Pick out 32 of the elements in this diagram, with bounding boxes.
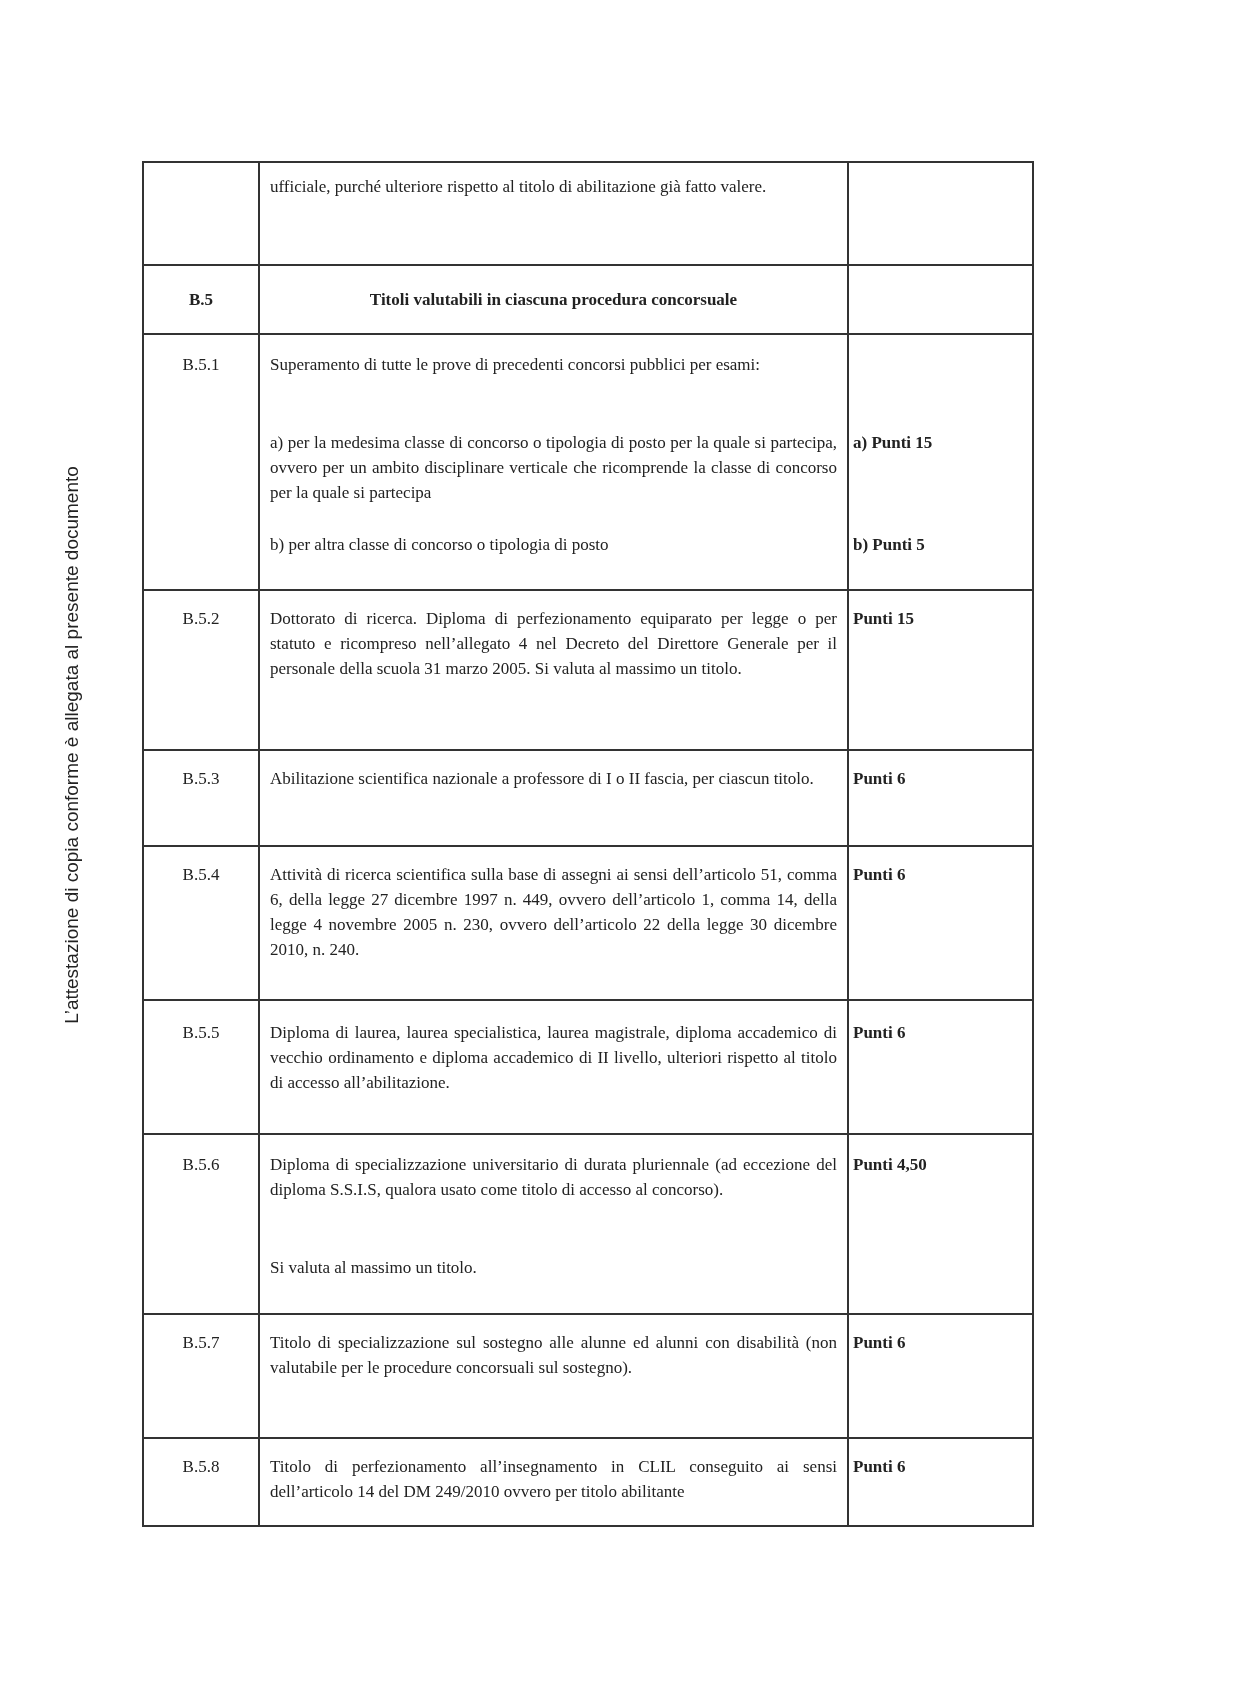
description-text: ufficiale, purché ulteriore rispetto al titolo di abilitazione già fatto valere. [270, 176, 768, 198]
description-text: b) per altra classe di concorso o tipologia di posto [270, 534, 610, 556]
section-heading: Titoli valutabili in ciascuna procedura concorsuale [368, 289, 739, 311]
description-text: a) per la medesima classe di concorso o tipologia di posto per la quale si partecipa, ovvero per un ambito disciplinare verticale che ricomprende la classe di concorso per la quale si partecipa [270, 432, 837, 504]
description-text: Titolo di perfezionamento all’insegnamento in CLIL conseguito ai sensi dell’articolo 14 del DM 249/2010 ovvero per titolo abilitante [270, 1456, 837, 1503]
row-code: B.5.2 [181, 608, 221, 630]
section-code: B.5 [187, 289, 215, 311]
description-text: Si valuta al massimo un titolo. [270, 1257, 478, 1279]
points-value: Punti 15 [853, 608, 915, 630]
description-text: Abilitazione scientifica nazionale a professore di I o II fascia, per ciascun titolo. [270, 768, 815, 790]
points-value: Punti 6 [853, 1456, 907, 1478]
points-value: Punti 6 [853, 1022, 907, 1044]
description-text: Titolo di specializzazione sul sostegno alle alunne ed alunni con disabilità (non valutabile per le procedure concorsuali sul sostegno). [270, 1332, 837, 1379]
description-text: Diploma di laurea, laurea specialistica, laurea magistrale, diploma accademico di vecchio ordinamento e diploma accademico di II livello, ulteriori rispetto al titolo di accesso all’abilitazione. [270, 1022, 837, 1094]
row-code: B.5.3 [181, 768, 221, 790]
points-value: Punti 6 [853, 768, 907, 790]
row-code: B.5.8 [181, 1456, 221, 1478]
points-value: Punti 4,50 [853, 1154, 928, 1176]
description-text: Attività di ricerca scientifica sulla base di assegni ai sensi dell’articolo 51, comma 6, della legge 27 dicembre 1997 n. 449, ovvero dell’articolo 1, comma 14, della legge 4 novembre 2005 n. 230, ovvero dell’articolo 22 della legge 30 dicembre 2010, n. 240. [270, 864, 837, 961]
points-value: Punti 6 [853, 1332, 907, 1354]
row-code: B.5.1 [181, 354, 221, 376]
points-value: Punti 6 [853, 864, 907, 886]
side-note: L’attestazione di copia conforme è allegata al presente documento [60, 466, 83, 1024]
row-code: B.5.5 [181, 1022, 221, 1044]
description-text: Diploma di specializzazione universitario di durata pluriennale (ad eccezione del diploma S.S.I.S, qualora usato come titolo di accesso al concorso). [270, 1154, 837, 1201]
row-code: B.5.6 [181, 1154, 221, 1176]
row-code: B.5.7 [181, 1332, 221, 1354]
row-code: B.5.4 [181, 864, 221, 886]
description-text: Superamento di tutte le prove di precedenti concorsi pubblici per esami: [270, 354, 761, 376]
points-value: b) Punti 5 [853, 534, 926, 556]
description-text: Dottorato di ricerca. Diploma di perfezionamento equiparato per legge o per statuto e ricompreso nell’allegato 4 nel Decreto del Direttore Generale per il personale della scuola 31 marzo 2005. Si valuta al massimo un titolo. [270, 608, 837, 680]
points-value: a) Punti 15 [853, 432, 934, 454]
